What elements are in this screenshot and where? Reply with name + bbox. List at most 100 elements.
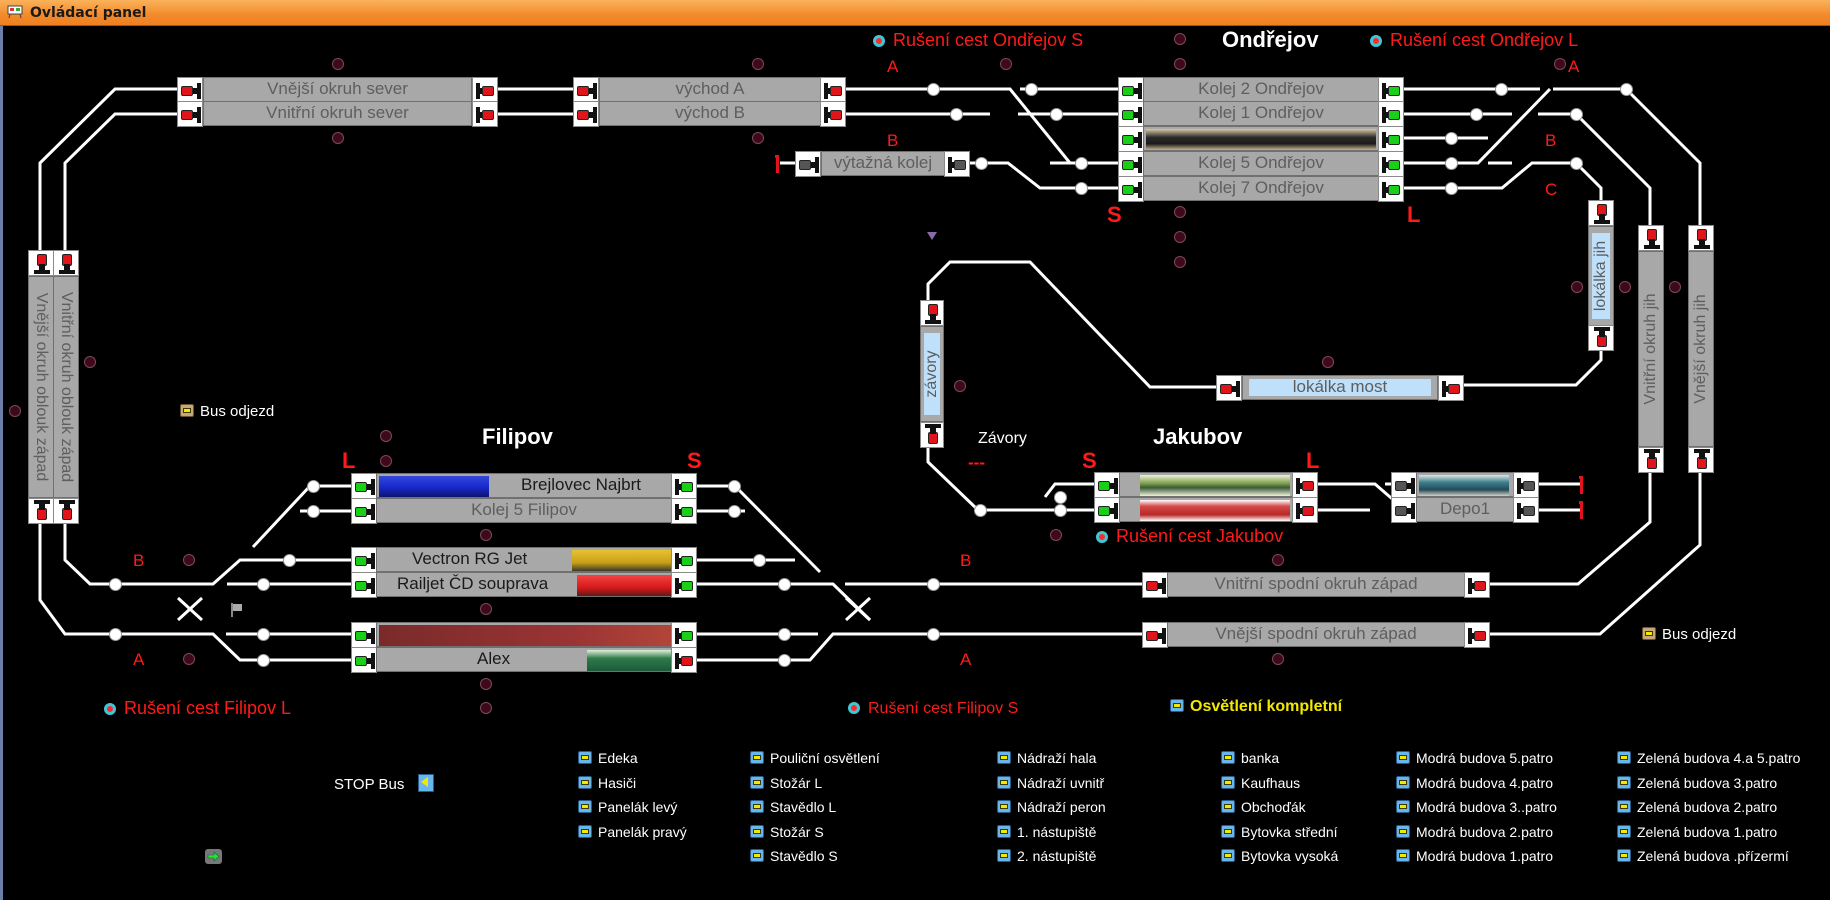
turnout-switch[interactable] [1054,491,1067,504]
indicator-dot[interactable] [1272,653,1284,665]
signal[interactable] [53,498,79,524]
turnout-switch[interactable] [307,505,320,518]
signal[interactable] [820,77,846,103]
turnout-switch[interactable] [950,108,963,121]
cancel-routes-filipov-l[interactable]: Rušení cest Filipov L [104,698,291,719]
signal[interactable] [1391,472,1417,498]
light-switch[interactable]: Modrá budova 1.patro [1396,848,1553,864]
turnout-switch[interactable] [1075,182,1088,195]
turnout-switch[interactable] [1054,504,1067,517]
signal[interactable] [1638,225,1664,251]
turnout-switch[interactable] [1495,83,1508,96]
indicator-dot[interactable] [332,132,344,144]
indicator-dot[interactable] [84,356,96,368]
track-block[interactable]: Vnitřní okruh jih [1638,251,1664,447]
turnout-switch[interactable] [728,480,741,493]
signal[interactable] [1118,101,1144,127]
turnout-switch[interactable] [1445,182,1458,195]
cancel-routes-ondrejov-s[interactable]: Rušení cest Ondřejov S [873,30,1083,51]
indicator-dot[interactable] [9,405,21,417]
signal[interactable] [1378,101,1404,127]
signal[interactable] [671,572,697,598]
signal[interactable] [820,101,846,127]
turnout-switch[interactable] [1470,108,1483,121]
turnout-switch[interactable] [927,578,940,591]
signal[interactable] [671,473,697,499]
signal[interactable] [1391,497,1417,523]
indicator-dot[interactable] [1174,33,1186,45]
turnout-switch[interactable] [257,654,270,667]
signal[interactable] [1688,447,1714,473]
track-block[interactable]: Railjet ČD souprava [376,572,672,597]
track-block[interactable]: Vnitřní spodní okruh západ [1167,572,1465,597]
indicator-dot[interactable] [332,58,344,70]
indicator-dot[interactable] [480,678,492,690]
signal[interactable] [472,77,498,103]
signal[interactable] [53,250,79,276]
signal[interactable] [1118,126,1144,152]
signal[interactable] [1464,622,1490,648]
signal[interactable] [1118,176,1144,202]
light-switch[interactable]: Nádraží peron [997,799,1106,815]
indicator-dot[interactable] [380,430,392,442]
signal[interactable] [1216,375,1242,401]
track-block[interactable]: Vnější spodní okruh západ [1167,622,1465,647]
track-block[interactable] [1143,126,1379,151]
light-switch[interactable]: Edeka [578,750,638,766]
indicator-dot[interactable] [183,653,195,665]
light-switch[interactable]: Nádraží hala [997,750,1096,766]
signal[interactable] [795,151,821,177]
track-block[interactable]: Brejlovec Najbrt [376,473,672,498]
turnout-switch[interactable] [778,578,791,591]
signal[interactable] [1588,200,1614,226]
signal[interactable] [1094,497,1120,523]
signal[interactable] [671,647,697,673]
turnout-switch[interactable] [283,554,296,567]
turnout-switch[interactable] [1570,108,1583,121]
turnout-switch[interactable] [778,654,791,667]
light-switch[interactable]: Zelená budova .přízermí [1617,848,1789,864]
light-switch[interactable]: Zelená budova 4.a 5.patro [1617,750,1800,766]
lighting-complete-toggle[interactable]: Osvětlení kompletní [1170,698,1342,716]
light-switch[interactable]: Hasiči [578,775,636,791]
signal[interactable] [1378,126,1404,152]
signal[interactable] [1438,375,1464,401]
indicator-dot[interactable] [380,455,392,467]
signal[interactable] [1378,77,1404,103]
signal[interactable] [1688,225,1714,251]
signal[interactable] [1588,325,1614,351]
track-block[interactable]: Kolej 1 Ondřejov [1143,101,1379,126]
signal[interactable] [920,300,944,326]
signal[interactable] [671,498,697,524]
turnout-switch[interactable] [1025,83,1038,96]
cancel-routes-filipov-s[interactable]: Rušení cest Filipov S [848,700,1018,718]
light-switch[interactable]: banka [1221,750,1279,766]
signal[interactable] [920,422,944,448]
indicator-dot[interactable] [480,702,492,714]
signal[interactable] [1513,472,1539,498]
signal[interactable] [1292,472,1318,498]
signal[interactable] [1513,497,1539,523]
turnout-switch[interactable] [927,83,940,96]
light-switch[interactable]: Nádraží uvnitř [997,775,1104,791]
turnout-switch[interactable] [109,628,122,641]
light-switch[interactable]: Bytovka vysoká [1221,848,1338,864]
track-block[interactable]: Kolej 2 Ondřejov [1143,77,1379,102]
indicator-dot[interactable] [752,132,764,144]
indicator-dot[interactable] [1050,529,1062,541]
signal[interactable] [472,101,498,127]
signal[interactable] [351,622,377,648]
signal[interactable] [1118,77,1144,103]
track-block[interactable]: výtažná kolej [821,151,945,176]
cancel-routes-jakubov[interactable]: Rušení cest Jakubov [1096,526,1283,547]
next-page-button[interactable] [205,849,222,864]
bus-departure-right[interactable]: Bus odjezd [1642,626,1736,643]
track-block[interactable]: Kolej 7 Ondřejov [1143,176,1379,201]
light-switch[interactable]: 1. nástupiště [997,824,1096,840]
turnout-switch[interactable] [1075,157,1088,170]
indicator-dot[interactable] [183,554,195,566]
turnout-switch[interactable] [974,504,987,517]
track-block[interactable] [1119,497,1293,522]
track-block[interactable]: východ B [599,101,821,126]
light-switch[interactable]: Modrá budova 4.patro [1396,775,1553,791]
